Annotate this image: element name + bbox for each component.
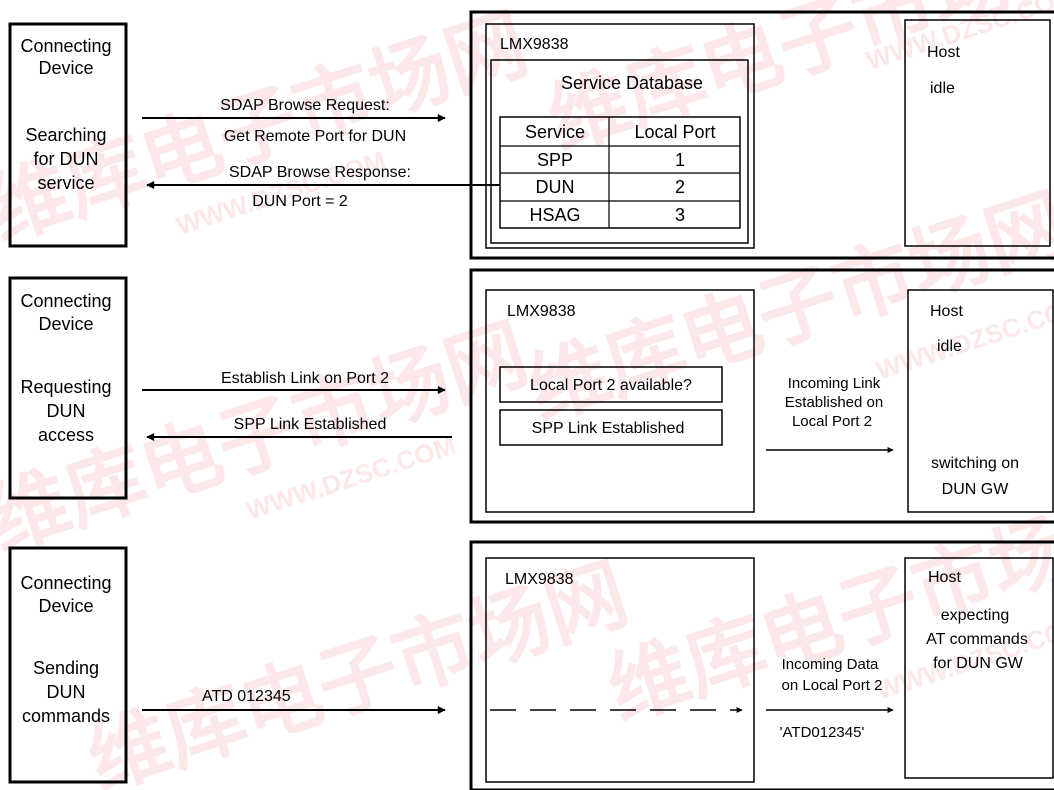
device-status: for DUN — [33, 149, 98, 169]
message-label: Get Remote Port for DUN — [224, 128, 406, 145]
chip-title: LMX9838 — [507, 303, 576, 320]
message-label: ATD 012345 — [202, 688, 291, 705]
message-label: SPP Link Established — [234, 416, 387, 433]
device-status: commands — [22, 706, 110, 726]
lmx9838-chip-box — [485, 289, 755, 513]
device-label: Connecting — [20, 573, 111, 593]
event-data: 'ATD012345' — [780, 724, 865, 741]
host-status: for DUN GW — [933, 655, 1024, 672]
message-label: SDAP Browse Response: — [229, 164, 411, 181]
device-label: Device — [38, 58, 93, 78]
chip-title: LMX9838 — [500, 36, 569, 53]
system-frame — [469, 268, 1054, 524]
event-label: on Local Port 2 — [782, 677, 883, 694]
host-title: Host — [927, 44, 960, 61]
lmx9838-chip-box — [485, 23, 755, 249]
message-label: DUN Port = 2 — [252, 193, 348, 210]
host-box — [904, 19, 1051, 247]
host-status: AT commands — [926, 631, 1028, 648]
lmx9838-chip-box — [485, 557, 755, 783]
event-label: Local Port 2 — [792, 413, 872, 430]
device-label: Connecting — [20, 36, 111, 56]
host-box — [904, 557, 1054, 779]
link-established-box — [499, 409, 723, 446]
port-check-label: Local Port 2 available? — [530, 377, 692, 394]
host-status: idle — [937, 338, 962, 355]
host-status: idle — [930, 80, 955, 97]
system-frame — [469, 10, 1054, 260]
host-action: DUN GW — [942, 481, 1010, 498]
device-status: service — [37, 173, 94, 193]
host-title: Host — [930, 303, 963, 320]
panel-command-transfer: Connecting Device Sending DUN commands A… — [8, 540, 1054, 790]
device-status: Searching — [25, 125, 106, 145]
event-label: Incoming Link — [788, 375, 881, 392]
device-status: Requesting — [20, 377, 111, 397]
system-frame — [469, 540, 1054, 790]
table-cell-port: 1 — [675, 150, 685, 170]
device-label: Device — [38, 596, 93, 616]
table-cell-port: 2 — [675, 177, 685, 197]
port-check-box — [499, 366, 723, 403]
event-label: Established on — [785, 394, 883, 411]
message-label: SDAP Browse Request: — [220, 97, 390, 114]
event-label: Incoming Data — [782, 656, 879, 673]
service-table: Service Local Port SPP 1 DUN 2 HSAG 3 — [499, 116, 741, 229]
table-cell-service: HSAG — [529, 205, 580, 225]
connecting-device-box — [8, 22, 128, 248]
service-database-box — [490, 59, 749, 244]
host-action: switching on — [931, 455, 1019, 472]
table-cell-port: 3 — [675, 205, 685, 225]
panel-service-discovery: Connecting Device Searching for DUN serv… — [8, 10, 1054, 260]
table-header: Local Port — [634, 122, 715, 142]
device-label: Connecting — [20, 291, 111, 311]
database-title: Service Database — [561, 73, 703, 93]
table-cell-service: SPP — [537, 150, 573, 170]
device-status: DUN — [47, 682, 86, 702]
table-cell-service: DUN — [536, 177, 575, 197]
link-established-label: SPP Link Established — [532, 420, 685, 437]
device-status: Sending — [33, 658, 99, 678]
device-label: Device — [38, 314, 93, 334]
device-status: access — [38, 425, 94, 445]
connecting-device-box — [8, 546, 128, 784]
message-label: Establish Link on Port 2 — [221, 370, 389, 387]
host-status: expecting — [941, 607, 1010, 624]
panel-link-establishment: Connecting Device Requesting DUN access … — [8, 268, 1054, 524]
connecting-device-box — [8, 276, 128, 500]
chip-title: LMX9838 — [505, 571, 574, 588]
host-box — [907, 289, 1054, 513]
host-title: Host — [928, 569, 961, 586]
device-status: DUN — [47, 401, 86, 421]
table-header: Service — [525, 122, 585, 142]
